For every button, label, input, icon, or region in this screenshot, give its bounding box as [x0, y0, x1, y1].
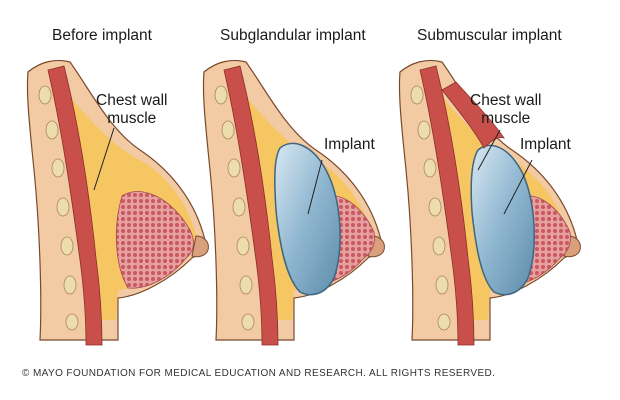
label-line-1: Chest wall	[470, 92, 542, 109]
muscle-over-implant	[441, 81, 505, 149]
leader-line-implant-3	[503, 159, 533, 215]
implant-shape	[274, 142, 341, 296]
copyright-notice: © MAYO FOUNDATION FOR MEDICAL EDUCATION …	[22, 368, 496, 379]
mammary-gland	[115, 191, 194, 289]
label-line-2: muscle	[481, 110, 531, 127]
leader-line-implant-2	[307, 159, 323, 215]
heading-before-implant: Before implant	[52, 27, 152, 44]
leader-line-muscle-1	[93, 127, 115, 191]
heading-subglandular-implant: Subglandular implant	[220, 27, 366, 44]
submuscular-cross-section	[398, 59, 581, 346]
before-implant-cross-section	[26, 59, 209, 346]
label-chest-wall-muscle-3: Chest wall muscle	[470, 92, 542, 128]
heading-submuscular-implant: Submuscular implant	[417, 27, 562, 44]
leader-line-muscle-3	[477, 129, 501, 171]
label-implant-2: Implant	[324, 136, 375, 153]
implant-shape	[470, 144, 535, 296]
label-implant-3: Implant	[520, 136, 571, 153]
label-line-1: Chest wall	[96, 92, 168, 109]
subglandular-cross-section	[202, 59, 385, 346]
label-line-2: muscle	[107, 110, 157, 127]
label-chest-wall-muscle-1: Chest wall muscle	[96, 92, 168, 128]
